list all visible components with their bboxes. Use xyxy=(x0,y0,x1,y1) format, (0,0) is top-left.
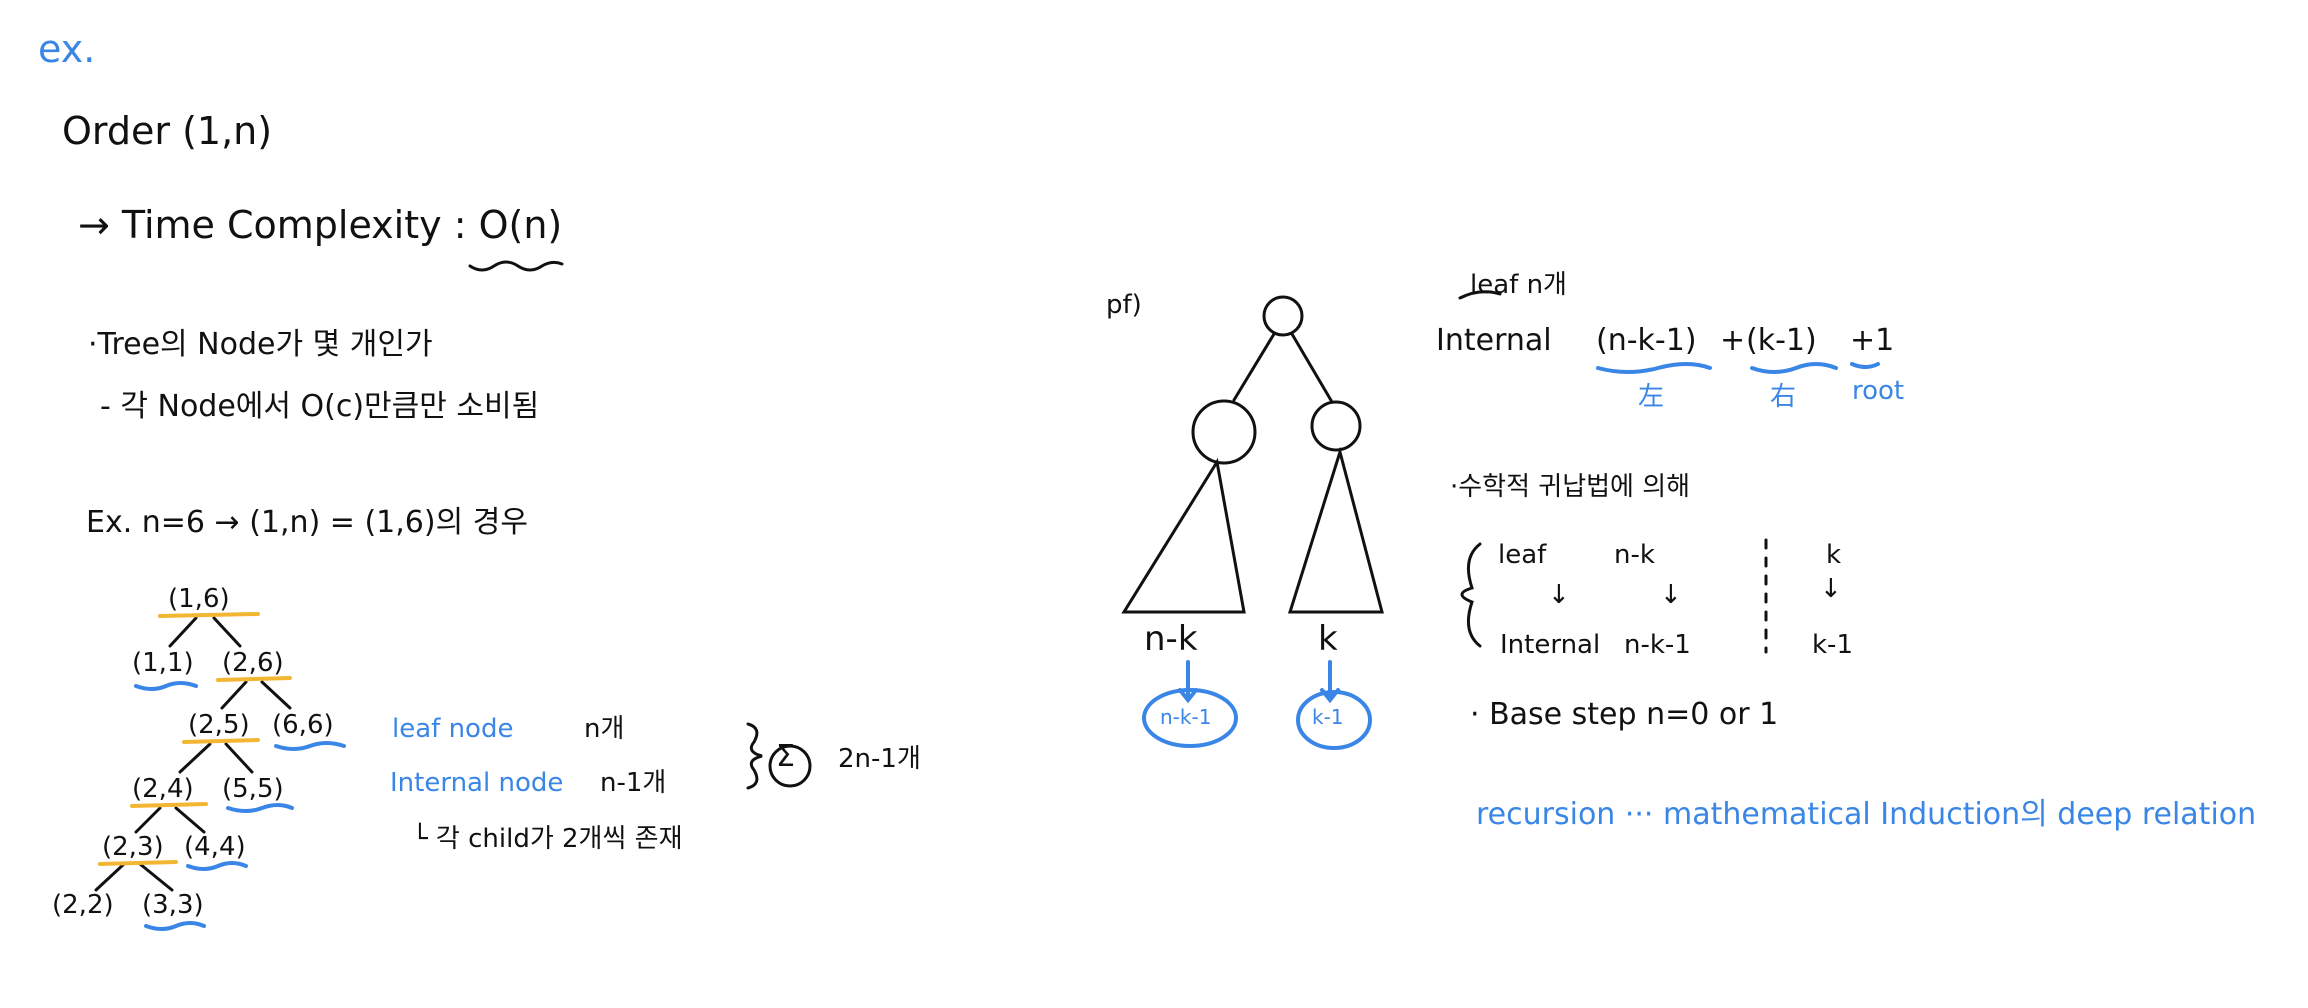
example-heading: ex. xyxy=(38,27,96,71)
bullet-constant-cost: - 각 Node에서 O(c)만큼만 소비됨 xyxy=(100,389,540,424)
root-node-circle xyxy=(1262,295,1304,337)
blue-underline xyxy=(186,861,248,871)
highlight-mark xyxy=(182,738,260,744)
example-line: Ex. n=6 → (1,n) = (1,6)의 경우 xyxy=(86,505,528,540)
tree-edge xyxy=(178,742,212,774)
tree-edge xyxy=(1290,332,1334,404)
highlight-mark xyxy=(158,612,260,618)
tree-edge xyxy=(212,616,242,648)
leaf-node-label: leaf node xyxy=(392,714,514,744)
tree-node: (2,5) xyxy=(188,710,250,740)
tree-node: (2,3) xyxy=(102,832,164,862)
induction-title: ·수학적 귀납법에 의해 xyxy=(1450,472,1691,502)
internal-node-label: Internal node xyxy=(390,768,564,798)
blue-underline xyxy=(226,803,294,813)
blue-underline xyxy=(134,681,198,691)
internal-node-count: n-1개 xyxy=(600,768,667,798)
tree-node: (1,6) xyxy=(168,584,230,614)
bullet-node-count: ·Tree의 Node가 몇 개인가 xyxy=(88,327,433,362)
tree-node: (3,3) xyxy=(142,890,204,920)
child-note: └ 각 child가 2개씩 존재 xyxy=(412,824,683,854)
left-internal-count: n-k-1 xyxy=(1160,705,1212,729)
tree-edge xyxy=(174,806,206,834)
formula-term-left: (n-k-1) xyxy=(1596,323,1697,358)
table-internal-nk1: n-k-1 xyxy=(1624,630,1691,660)
highlight-mark xyxy=(216,676,292,682)
table-leaf-k: k xyxy=(1826,540,1842,570)
down-arrow-icon: ↓ xyxy=(1820,574,1842,604)
complexity-line: → Time Complexity : O(n) xyxy=(78,203,563,247)
formula-root-term: +1 xyxy=(1850,323,1895,358)
brace xyxy=(746,722,763,790)
tree-edge xyxy=(220,680,248,710)
tree-edge xyxy=(168,616,198,648)
blue-underline xyxy=(1850,362,1880,369)
tree-node: (1,1) xyxy=(132,648,194,678)
down-arrow-icon: ↓ xyxy=(1548,580,1570,610)
left-subtree-label: n-k xyxy=(1144,619,1198,659)
formula-term-right: (k-1) xyxy=(1746,323,1817,358)
proof-label: pf) xyxy=(1106,290,1142,320)
internal-word: Internal xyxy=(1436,323,1552,358)
table-internal: Internal xyxy=(1500,630,1601,660)
tree-edge xyxy=(1232,332,1276,402)
table-internal-k1: k-1 xyxy=(1812,630,1853,660)
tree-edge xyxy=(134,806,162,834)
order-call: Order (1,n) xyxy=(62,109,273,153)
table-leaf: leaf xyxy=(1498,540,1547,570)
right-subtree-label: k xyxy=(1318,619,1338,659)
under-label-right: 右 xyxy=(1770,382,1797,412)
right-internal-circle xyxy=(1296,690,1372,750)
tree-node: (5,5) xyxy=(222,774,284,804)
leaf-node-count: n개 xyxy=(584,714,625,744)
tree-edge xyxy=(224,742,254,774)
squiggle-underline xyxy=(468,260,564,272)
blue-underline xyxy=(144,921,206,931)
right-internal-count: k-1 xyxy=(1312,705,1344,729)
under-label-root: root xyxy=(1852,376,1905,406)
tree-node: (6,6) xyxy=(272,710,334,740)
blue-underline xyxy=(1750,362,1838,374)
formula-plus: + xyxy=(1720,323,1746,358)
highlight-mark xyxy=(98,860,178,866)
table-brace xyxy=(1460,542,1482,648)
table-leaf-nk: n-k xyxy=(1614,540,1655,570)
tree-node: (4,4) xyxy=(184,832,246,862)
pen-stroke xyxy=(1458,290,1502,300)
tree-edge xyxy=(94,862,126,892)
tree-node: (2,6) xyxy=(222,648,284,678)
left-internal-circle xyxy=(1142,688,1238,748)
blue-underline xyxy=(274,741,346,751)
down-arrow-icon: ↓ xyxy=(1660,580,1682,610)
right-subtree-triangle xyxy=(1287,446,1384,614)
leaf-count-note: leaf n개 xyxy=(1470,270,1567,300)
sum-circle xyxy=(768,744,812,788)
under-label-left: 左 xyxy=(1638,382,1665,412)
base-step: · Base step n=0 or 1 xyxy=(1470,697,1779,732)
highlight-mark xyxy=(130,802,208,808)
tree-node: (2,4) xyxy=(132,774,194,804)
left-child-circle xyxy=(1191,399,1257,465)
tree-edge xyxy=(260,680,292,710)
tree-node: (2,2) xyxy=(52,890,114,920)
footer-relation: recursion ··· mathematical Induction의 de… xyxy=(1476,797,2257,832)
right-child-circle xyxy=(1310,400,1362,452)
blue-underline xyxy=(1596,362,1712,374)
left-subtree-triangle xyxy=(1121,457,1246,614)
total-node-count: 2n-1개 xyxy=(838,744,921,774)
blue-arrowhead xyxy=(1178,688,1198,704)
tree-edge xyxy=(138,862,174,892)
